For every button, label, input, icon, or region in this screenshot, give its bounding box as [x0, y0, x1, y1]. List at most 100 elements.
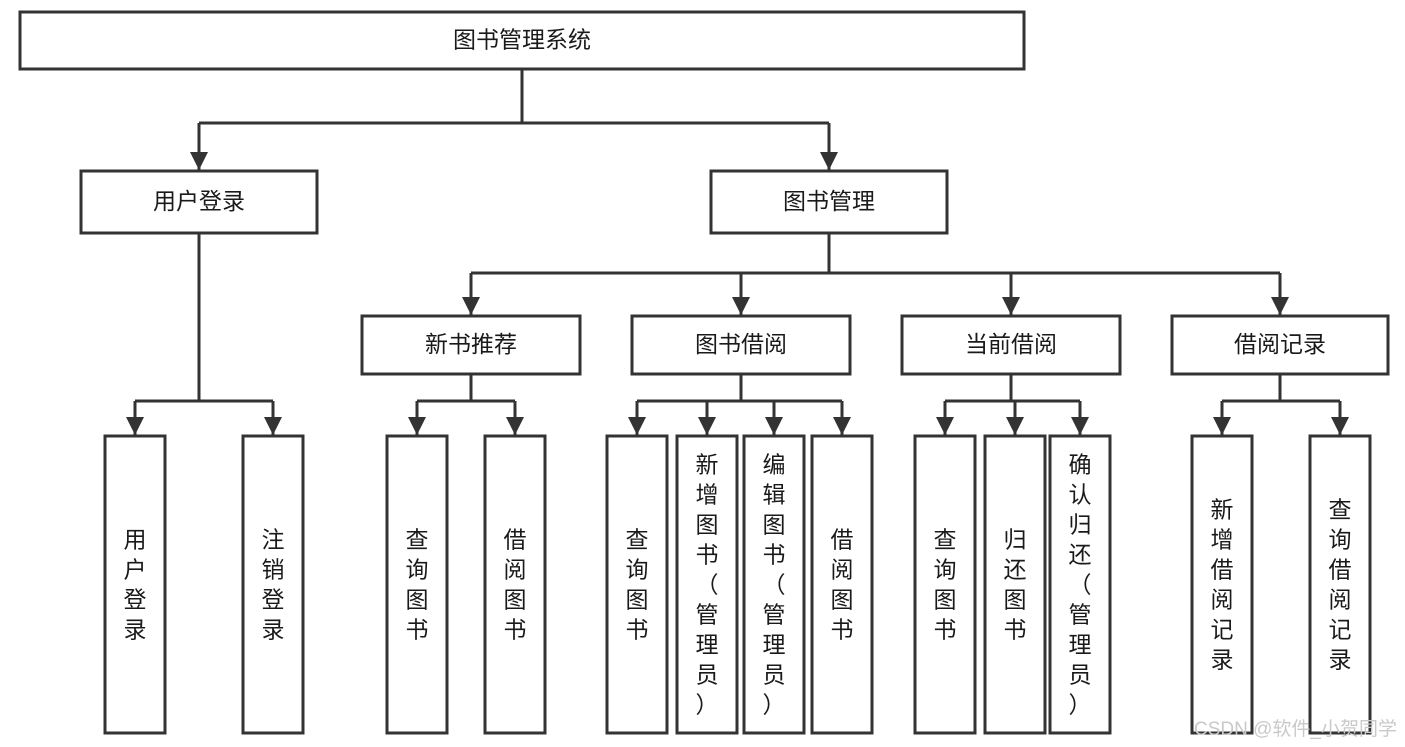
connector-layer: [126, 69, 1349, 435]
arrow-head: [264, 417, 282, 435]
node-label-leaf-query-book-bb-char-1: 询: [626, 557, 649, 583]
node-label-leaf-borrow-book-rec-char-1: 阅: [504, 557, 527, 583]
node-label-leaf-query-record-char-4: 记: [1329, 617, 1352, 643]
node-label-leaf-add-record-char-0: 新: [1211, 497, 1234, 523]
node-root[interactable]: 图书管理系统: [18, 10, 1026, 71]
node-label-leaf-query-book-bb-char-0: 查: [626, 527, 649, 553]
node-label-leaf-user-login-char-3: 录: [124, 617, 147, 643]
node-label-leaf-edit-book-char-6: 理: [763, 632, 786, 658]
node-label-leaf-query-book-cb-char-1: 询: [934, 557, 957, 583]
node-user-login[interactable]: 用户登录: [79, 169, 319, 235]
node-label-leaf-borrow-book-bb-char-3: 书: [831, 617, 854, 643]
node-box-leaf-return-book: [983, 434, 1047, 735]
node-box-leaf-edit-book: [742, 434, 806, 735]
node-label-leaf-borrow-book-bb-char-0: 借: [831, 527, 854, 553]
node-label-leaf-confirm-return-char-3: 还: [1069, 542, 1092, 568]
node-box-leaf-query-book-cb: [913, 434, 977, 735]
node-label-book-manage: 图书管理: [783, 188, 875, 214]
arrow-head: [1271, 297, 1289, 315]
arrow-head: [126, 417, 144, 435]
node-label-leaf-add-record-char-3: 阅: [1211, 587, 1234, 613]
node-label-leaf-query-book-bb-char-3: 书: [626, 617, 649, 643]
arrow-head: [408, 417, 426, 435]
arrow-head: [462, 297, 480, 315]
node-label-leaf-add-book-char-6: 理: [696, 632, 719, 658]
arrow-head: [1213, 417, 1231, 435]
node-label-leaf-return-book-char-1: 还: [1004, 557, 1027, 583]
node-label-leaf-confirm-return-char-4: （: [1069, 572, 1092, 598]
node-box-current-borrow: [900, 314, 1122, 376]
node-label-leaf-query-book-rec-char-0: 查: [406, 527, 429, 553]
node-label-leaf-edit-book-char-2: 图: [763, 512, 786, 538]
node-label-leaf-user-logout-char-0: 注: [262, 527, 285, 553]
node-label-leaf-add-book-char-0: 新: [696, 452, 719, 478]
connector-group-root: [190, 69, 838, 170]
node-label-leaf-user-logout-char-2: 登: [262, 587, 285, 613]
node-label-leaf-add-book-char-5: 管: [696, 602, 719, 628]
node-box-leaf-add-record: [1190, 434, 1254, 735]
node-label-leaf-query-record-char-0: 查: [1329, 497, 1352, 523]
node-box-leaf-query-book-rec: [385, 434, 449, 735]
arrow-head: [506, 417, 524, 435]
node-box-leaf-user-logout: [241, 434, 305, 735]
connector-group-book-manage: [462, 233, 1289, 315]
arrow-head: [1331, 417, 1349, 435]
node-label-leaf-query-book-bb-char-2: 图: [626, 587, 649, 613]
node-label-leaf-borrow-book-rec-char-0: 借: [504, 527, 527, 553]
node-label-leaf-confirm-return-char-2: 归: [1069, 512, 1092, 538]
node-book-borrow[interactable]: 图书借阅: [630, 314, 852, 376]
node-label-leaf-query-book-cb-char-0: 查: [934, 527, 957, 553]
node-label-leaf-borrow-book-rec-char-3: 书: [504, 617, 527, 643]
arrow-head: [628, 417, 646, 435]
node-box-leaf-confirm-return: [1048, 434, 1112, 735]
node-label-user-login: 用户登录: [153, 188, 245, 214]
node-label-leaf-confirm-return-char-1: 认: [1069, 482, 1092, 508]
node-current-borrow[interactable]: 当前借阅: [900, 314, 1122, 376]
node-label-leaf-add-record-char-4: 记: [1211, 617, 1234, 643]
node-label-leaf-user-login-char-0: 用: [124, 527, 147, 553]
node-label-leaf-add-book-char-4: （: [696, 572, 719, 598]
connector-group-new-book-rec: [408, 374, 524, 435]
node-leaf-user-login[interactable]: 用户登录: [103, 434, 167, 735]
node-label-leaf-add-book-char-8: ）: [696, 692, 719, 718]
node-box-leaf-borrow-book-bb: [810, 434, 874, 735]
node-label-leaf-return-book-char-3: 书: [1004, 617, 1027, 643]
node-label-leaf-query-record-char-3: 阅: [1329, 587, 1352, 613]
node-label-new-book-rec: 新书推荐: [425, 331, 517, 357]
node-label-leaf-query-record-char-5: 录: [1329, 647, 1352, 673]
node-label-root: 图书管理系统: [453, 27, 591, 53]
node-borrow-record[interactable]: 借阅记录: [1170, 314, 1390, 376]
node-box-borrow-record: [1170, 314, 1390, 376]
arrow-head: [732, 297, 750, 315]
node-box-leaf-borrow-book-rec: [483, 434, 547, 735]
node-new-book-rec[interactable]: 新书推荐: [360, 314, 582, 376]
connector-group-book-borrow: [628, 374, 851, 435]
node-book-manage[interactable]: 图书管理: [709, 169, 949, 235]
node-label-leaf-confirm-return-char-5: 管: [1069, 602, 1092, 628]
node-label-leaf-add-book-char-7: 员: [696, 662, 719, 688]
node-label-leaf-edit-book-char-1: 辑: [763, 482, 786, 508]
node-label-leaf-confirm-return-char-0: 确: [1069, 452, 1092, 478]
csdn-watermark: CSDN @软件_小贺同学: [1194, 719, 1397, 740]
connector-group-borrow-record: [1213, 374, 1349, 435]
node-box-book-borrow: [630, 314, 852, 376]
node-label-leaf-add-book-char-1: 增: [696, 482, 719, 508]
node-box-root: [18, 10, 1026, 71]
node-label-leaf-confirm-return-char-6: 理: [1069, 632, 1092, 658]
node-label-leaf-confirm-return-char-7: 员: [1069, 662, 1092, 688]
arrow-head: [765, 417, 783, 435]
